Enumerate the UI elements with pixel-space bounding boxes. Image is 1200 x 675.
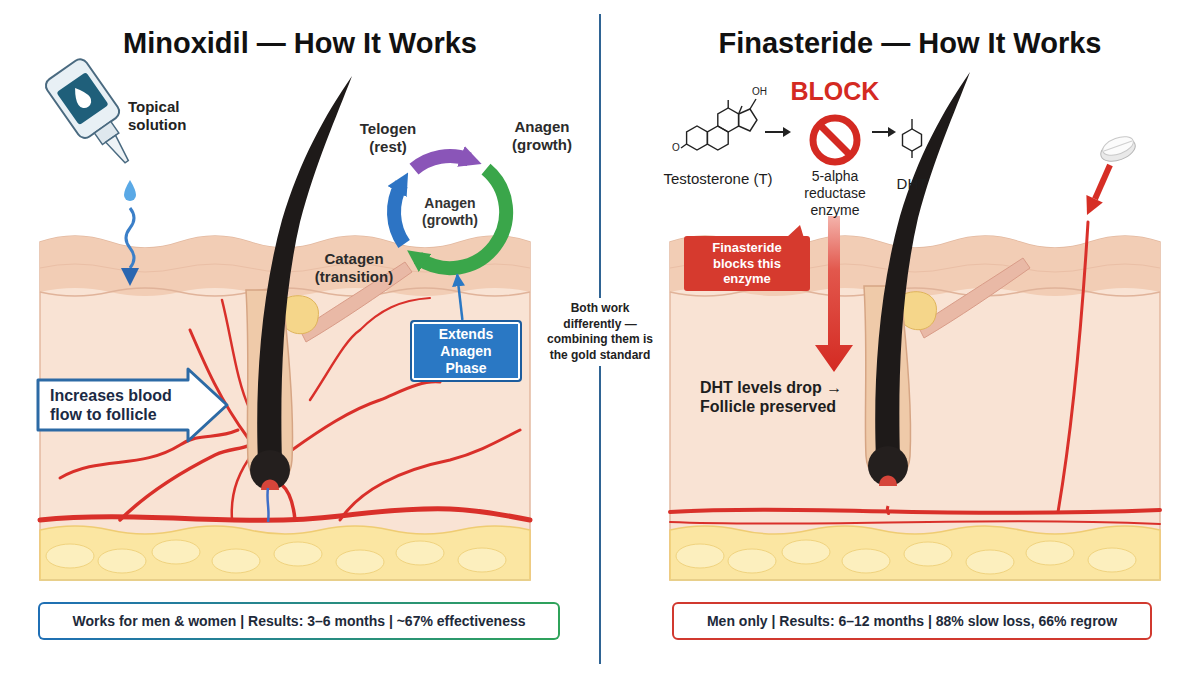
center-note: Both work differently — combining them i… bbox=[544, 298, 656, 366]
text-holder: Anagen (growth) bbox=[409, 195, 491, 229]
arrow-head bbox=[121, 268, 139, 286]
arrow-shape bbox=[38, 369, 227, 441]
blood-vessels bbox=[282, 485, 295, 520]
testosterone-molecule bbox=[728, 100, 729, 108]
reaction-arrow bbox=[765, 131, 784, 133]
enzyme-name: 5-alpha reductase enzyme bbox=[790, 168, 880, 218]
result-note: DHT levels drop → Follicle preserved bbox=[700, 378, 868, 416]
pill-arrow bbox=[1086, 195, 1102, 215]
testosterone-molecule bbox=[739, 106, 742, 114]
wavy-arrow bbox=[126, 208, 134, 268]
blood-vessels bbox=[670, 222, 1160, 524]
catagen-arc bbox=[394, 184, 404, 244]
pill bbox=[1100, 133, 1136, 159]
dropper-bottle bbox=[56, 72, 108, 125]
arrow-callout: Increases blood flow to follicle bbox=[36, 366, 230, 444]
testosterone-molecule bbox=[687, 126, 708, 150]
hair-follicle bbox=[864, 72, 1030, 486]
dropper-bottle bbox=[69, 84, 94, 111]
blood-vessels bbox=[120, 445, 250, 520]
vein bbox=[267, 488, 268, 522]
reaction-arrow bbox=[872, 131, 889, 133]
testosterone-molecule bbox=[750, 99, 756, 109]
cycle-ring: Anagen (growth) bbox=[382, 144, 518, 280]
pill-arrow bbox=[1095, 165, 1110, 199]
pill bbox=[1098, 133, 1139, 166]
callout-box: Extends Anagen Phase bbox=[410, 320, 522, 382]
dht-molecule bbox=[903, 129, 922, 151]
telogen-arc bbox=[414, 156, 469, 169]
block-symbol bbox=[813, 118, 857, 162]
product-label: Topical solution bbox=[128, 98, 210, 134]
testosterone-molecule bbox=[681, 99, 757, 150]
blood-vessels bbox=[222, 300, 250, 410]
atom-label: O bbox=[672, 142, 684, 154]
dht-molecule bbox=[911, 151, 912, 158]
blood-vessels bbox=[340, 430, 520, 520]
droplet bbox=[124, 180, 136, 201]
phase-label: Catagen (transition) bbox=[304, 250, 404, 286]
block-symbol bbox=[820, 125, 850, 155]
pill bbox=[1104, 141, 1132, 151]
panel-title: Minoxidil — How It Works bbox=[30, 26, 570, 61]
block-symbol bbox=[813, 118, 857, 162]
molecule-name: Testosterone (T) bbox=[662, 170, 774, 188]
blood-vessels bbox=[1058, 222, 1088, 512]
dht-molecule bbox=[911, 119, 912, 129]
node-text: Men only | Results: 6–12 months | 88% sl… bbox=[707, 613, 1117, 630]
block-label: BLOCK bbox=[790, 76, 880, 106]
molecule-name: DHT bbox=[888, 175, 936, 193]
blood-vessels bbox=[670, 510, 1160, 513]
down-arrow bbox=[815, 216, 853, 372]
summary-box: Men only | Results: 6–12 months | 88% sl… bbox=[672, 602, 1152, 640]
blood-vessels bbox=[670, 521, 1160, 524]
skin-cross-section bbox=[670, 236, 1160, 580]
phase-label: Telogen (rest) bbox=[344, 120, 432, 156]
blood-vessel bbox=[887, 506, 888, 514]
callout-box: Finasteride blocks this enzyme bbox=[684, 236, 810, 291]
atom-label: OH bbox=[752, 86, 778, 98]
reaction-arrow bbox=[888, 127, 896, 137]
phase-label: Anagen (growth) bbox=[498, 118, 586, 154]
text-holder: Increases blood flow to follicle bbox=[50, 380, 186, 430]
node-text: Anagen (growth) bbox=[409, 195, 491, 229]
panel-title: Finasteride — How It Works bbox=[655, 26, 1165, 61]
connector-arrow bbox=[457, 275, 462, 320]
dht-molecule bbox=[903, 119, 922, 158]
arrow-outline bbox=[36, 366, 230, 444]
dropper-bottle bbox=[43, 56, 147, 175]
blood-vessels bbox=[310, 330, 360, 400]
node-text: Works for men & women | Results: 3–6 mon… bbox=[73, 613, 526, 630]
dropper-bottle bbox=[106, 135, 132, 165]
reaction-arrow bbox=[783, 127, 791, 137]
testosterone-molecule bbox=[739, 109, 757, 131]
blood-vessels bbox=[40, 509, 530, 521]
summary-box: Works for men & women | Results: 3–6 mon… bbox=[38, 602, 560, 640]
node-text: Increases blood flow to follicle bbox=[50, 386, 186, 424]
testosterone-molecule bbox=[681, 144, 687, 148]
pill-arrow bbox=[1086, 165, 1110, 215]
node-text: Extends Anagen Phase bbox=[418, 326, 514, 376]
blood-vessels bbox=[60, 430, 238, 478]
node-text: Finasteride blocks this enzyme bbox=[690, 240, 804, 287]
testosterone-molecule bbox=[718, 108, 739, 132]
